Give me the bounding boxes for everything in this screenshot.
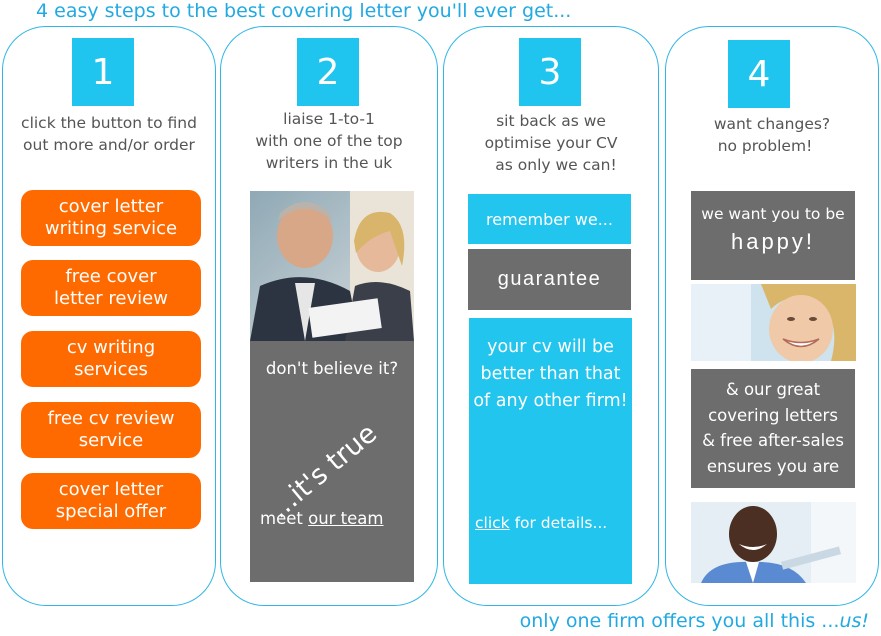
guarantee-box: guarantee: [468, 249, 631, 310]
better-cv-panel: your cv will be better than that of any …: [469, 318, 632, 584]
step-2-line-1: liaise 1-to-1: [283, 110, 375, 128]
writers-meeting-photo: [250, 191, 414, 341]
page-headline: 4 easy steps to the best covering letter…: [36, 0, 572, 22]
button-label-line: service: [78, 430, 144, 451]
for-details-text: for details...: [509, 514, 608, 532]
step-4-line-1: want changes?: [713, 115, 831, 133]
step-2-description: liaise 1-to-1 with one of the top writer…: [220, 108, 438, 174]
we-want-you-text: we want you to be: [701, 205, 845, 223]
happy-panel: we want you to be happy!: [691, 191, 855, 280]
smiling-man-illustration: [691, 502, 856, 583]
great-letters-panel: & our great covering letters & free afte…: [691, 369, 855, 488]
step-4-description: want changes? no problem!: [665, 113, 879, 157]
step-3-line-1: sit back as we: [496, 112, 606, 130]
meet-label: meet: [260, 509, 309, 528]
claim-line-1: your cv will be: [487, 337, 614, 357]
remember-we-box: remember we...: [468, 194, 631, 244]
step-2-column: [220, 26, 438, 606]
happy-text: happy!: [730, 229, 816, 254]
meet-our-team-line: meet our team: [260, 509, 383, 528]
button-label-line: writing service: [44, 218, 178, 239]
step-3-number: 3: [519, 38, 581, 106]
our-team-link[interactable]: our team: [308, 509, 384, 528]
footer-emphasis: us!: [839, 610, 869, 632]
step-1-line-1: click the button to find: [21, 114, 197, 132]
step-1-column: [2, 26, 216, 606]
claim-line-2: better than that: [480, 364, 621, 384]
writers-photo-illustration: [250, 191, 414, 341]
great-line-1: & our great: [725, 380, 821, 399]
step-3-column: [443, 26, 659, 606]
step-2-line-2: with one of the top: [255, 132, 403, 150]
page-footer: only one firm offers you all this ...us!: [520, 610, 869, 632]
claim-line-3: of any other firm!: [473, 391, 628, 411]
footer-text: only one firm offers you all this ...: [519, 610, 840, 632]
step-3-description: sit back as we optimise your CV as only …: [443, 110, 659, 176]
click-for-details-line: click for details...: [475, 514, 607, 532]
step-3-line-2: optimise your CV: [484, 134, 618, 152]
step-4-line-2: no problem!: [717, 137, 813, 155]
great-line-3: & free after-sales: [702, 431, 844, 450]
smiling-man-photo: [691, 502, 856, 583]
step-4-column: [665, 26, 879, 606]
button-label-line: cover letter: [58, 479, 164, 500]
button-label-line: special offer: [55, 501, 167, 522]
smiling-woman-illustration: [691, 284, 856, 361]
great-line-2: covering letters: [708, 405, 838, 425]
step-4-number: 4: [728, 40, 790, 108]
smiling-woman-photo: [691, 284, 856, 361]
great-line-4: ensures you are: [706, 456, 840, 476]
step-1-line-2: out more and/or order: [23, 136, 195, 154]
better-cv-claim: your cv will be better than that of any …: [469, 334, 632, 415]
button-label-line: free cv review: [47, 408, 175, 429]
great-letters-text: & our great covering letters & free afte…: [691, 377, 855, 479]
step-1-number: 1: [72, 38, 134, 106]
button-label-line: cv writing: [66, 337, 156, 358]
click-link[interactable]: click: [475, 514, 510, 532]
step-3-line-3: as only we can!: [495, 156, 617, 174]
button-label-line: cover letter: [58, 196, 164, 217]
button-label-line: letter review: [54, 288, 168, 309]
dont-believe-text: don't believe it?: [265, 359, 399, 378]
step-2-line-3: writers in the uk: [265, 154, 393, 172]
button-label-line: services: [74, 359, 148, 380]
button-label-line: free cover: [65, 266, 157, 287]
dont-believe-panel: don't believe it? ...it's true meet our …: [250, 341, 414, 582]
step-2-number: 2: [297, 38, 359, 106]
step-1-description: click the button to find out more and/or…: [2, 112, 216, 156]
